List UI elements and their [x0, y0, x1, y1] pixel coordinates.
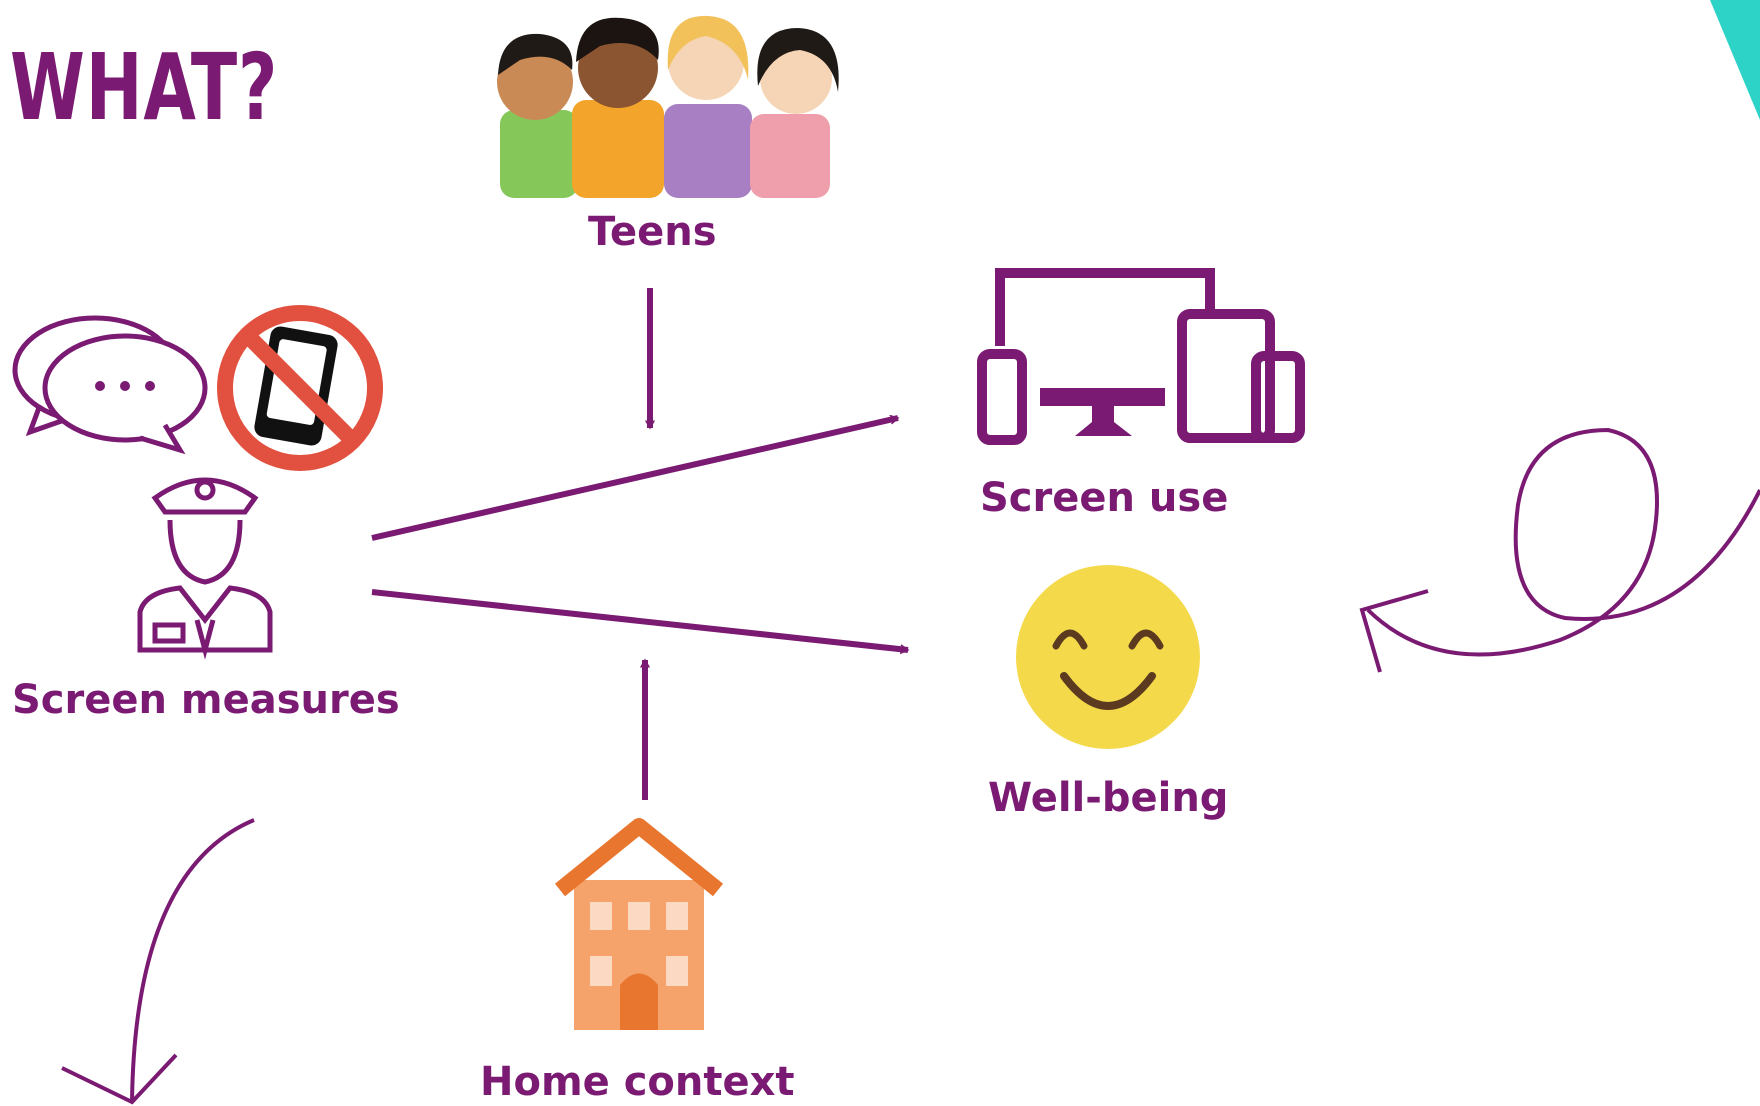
police-officer-icon: [137, 477, 273, 660]
house-icon: [554, 818, 724, 1030]
measures-to-well-being-arrow: [371, 589, 910, 654]
measures-to-screen-use-arrow: [371, 414, 900, 541]
screen-measures-label: Screen measures: [12, 677, 400, 723]
speech-bubbles-icon: [12, 315, 208, 455]
devices-icon: [977, 268, 1305, 445]
smiley-face-icon: [1016, 565, 1200, 749]
curved-arrow-down-left-head: [61, 1053, 178, 1105]
home-context-label: Home context: [480, 1059, 795, 1105]
screen-use-label: Screen use: [980, 475, 1229, 521]
teens-label: Teens: [588, 209, 717, 255]
no-phone-icon: [217, 305, 383, 471]
teens-illustration-icon: [497, 15, 839, 198]
curved-arrow-down-left: [130, 818, 255, 1103]
loop-arrow-right-head: [1359, 589, 1429, 673]
loop-arrow-right: [1366, 427, 1760, 657]
well-being-label: Well-being: [988, 775, 1229, 821]
teal-corner-shape: [1710, 0, 1760, 120]
page-title: WHAT?: [10, 34, 279, 141]
